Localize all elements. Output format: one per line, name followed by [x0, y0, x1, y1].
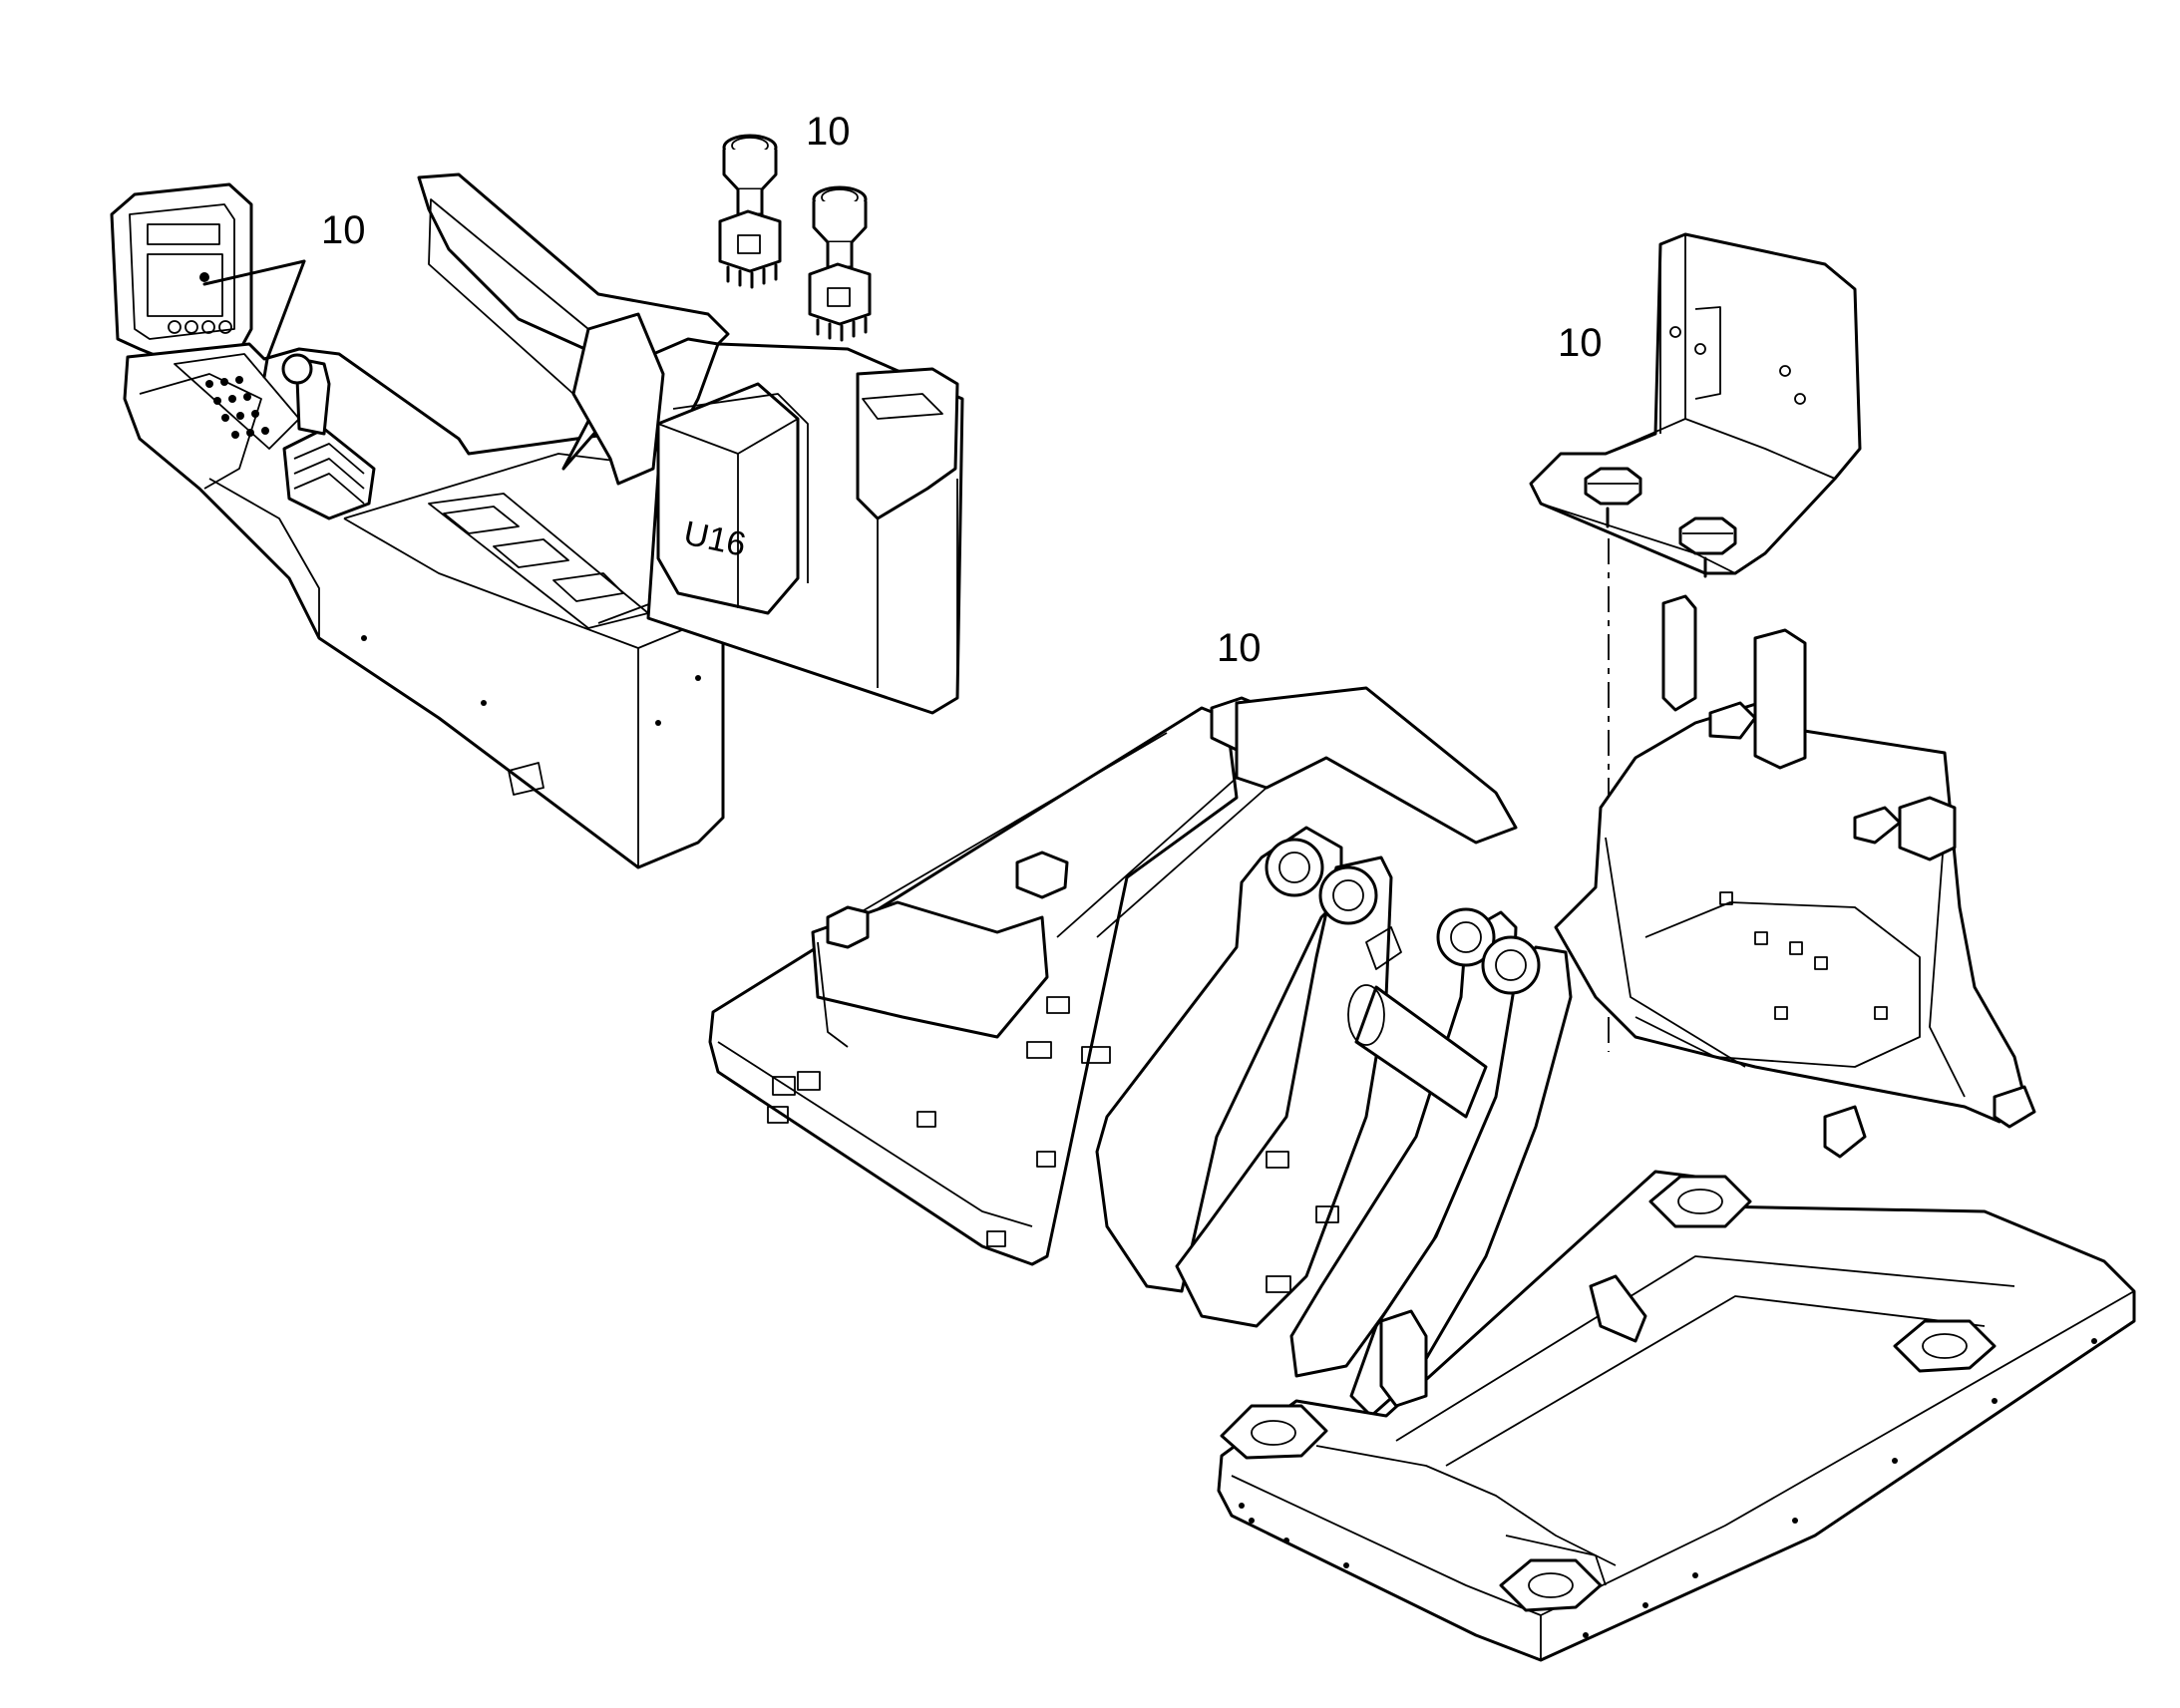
bolt-left [1584, 467, 1642, 506]
pad-mount [1499, 1558, 1603, 1612]
control-unit-u16: U16 [656, 382, 809, 615]
pad-mount [1893, 1319, 1997, 1373]
pad-mount [1220, 1404, 1328, 1460]
rotary-switches [718, 134, 872, 342]
pad-mount [1648, 1175, 1752, 1228]
bolt-right [1678, 516, 1737, 555]
switch-lower [808, 185, 872, 342]
callout-switches: 10 [806, 110, 851, 154]
control-console [110, 182, 725, 869]
upper-frame [708, 594, 2136, 1662]
switch-upper [718, 134, 782, 289]
callout-control-console: 10 [321, 208, 366, 252]
mounting-bracket [1529, 232, 1862, 1052]
callout-mounting-bracket: 10 [1558, 321, 1603, 365]
callout-leaders [202, 259, 306, 379]
callout-upper-frame: 10 [1217, 626, 1262, 670]
